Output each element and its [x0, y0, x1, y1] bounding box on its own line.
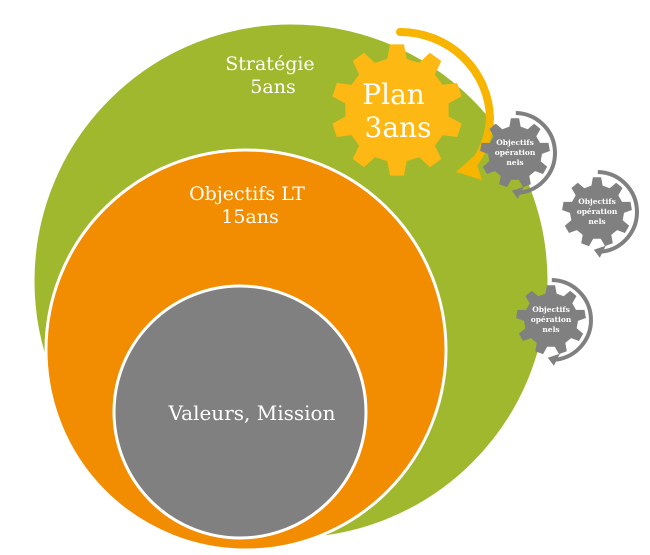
operational-gear-label-line3: nels: [506, 158, 523, 167]
operational-gear-label-line3: nels: [588, 217, 605, 226]
objectifs-lt-label-line1: Objectifs LT: [189, 183, 305, 205]
operational-gear-label-line1: Objectifs: [532, 305, 570, 314]
plan-label-line2: 3ans: [365, 111, 432, 144]
operational-gear-arrow-head-icon: [511, 186, 524, 199]
operational-gear-label-line1: Objectifs: [496, 138, 534, 147]
operational-gear-icon: [480, 118, 550, 188]
operational-gear-arrow-head-icon: [547, 353, 560, 366]
operational-gear-label-line2: opération: [577, 207, 618, 216]
operational-gear-arrow-head-icon: [593, 245, 606, 258]
plan-arrow-head-icon: [456, 156, 482, 180]
operational-gear-arrow-icon: [515, 111, 557, 195]
valeurs-mission-label: Valeurs, Mission: [168, 401, 336, 425]
objectifs-lt-label: Objectifs LT 15ans: [189, 183, 311, 228]
strategie-label-line1: Stratégie: [225, 53, 314, 75]
operational-gear-arrow-icon: [551, 278, 593, 362]
plan-label: Plan 3ans: [362, 78, 433, 144]
operational-gear-label-line2: opération: [495, 148, 536, 157]
plan-gear-icon: [332, 44, 462, 176]
operational-gear-label-line3: nels: [542, 325, 559, 334]
operational-gear-label-line2: opération: [531, 315, 572, 324]
operational-gear-icon: [516, 285, 586, 355]
plan-label-line1: Plan: [362, 78, 425, 111]
strategie-label-line2: 5ans: [250, 76, 295, 98]
valeurs-mission-circle: [112, 284, 368, 540]
objectifs-lt-label-line2: 15ans: [221, 206, 279, 228]
operational-gear-icon: [562, 177, 632, 247]
operational-gear-arrow-icon: [597, 170, 639, 254]
strategie-label: Stratégie 5ans: [225, 53, 320, 98]
operational-gear-label-line1: Objectifs: [578, 197, 616, 206]
